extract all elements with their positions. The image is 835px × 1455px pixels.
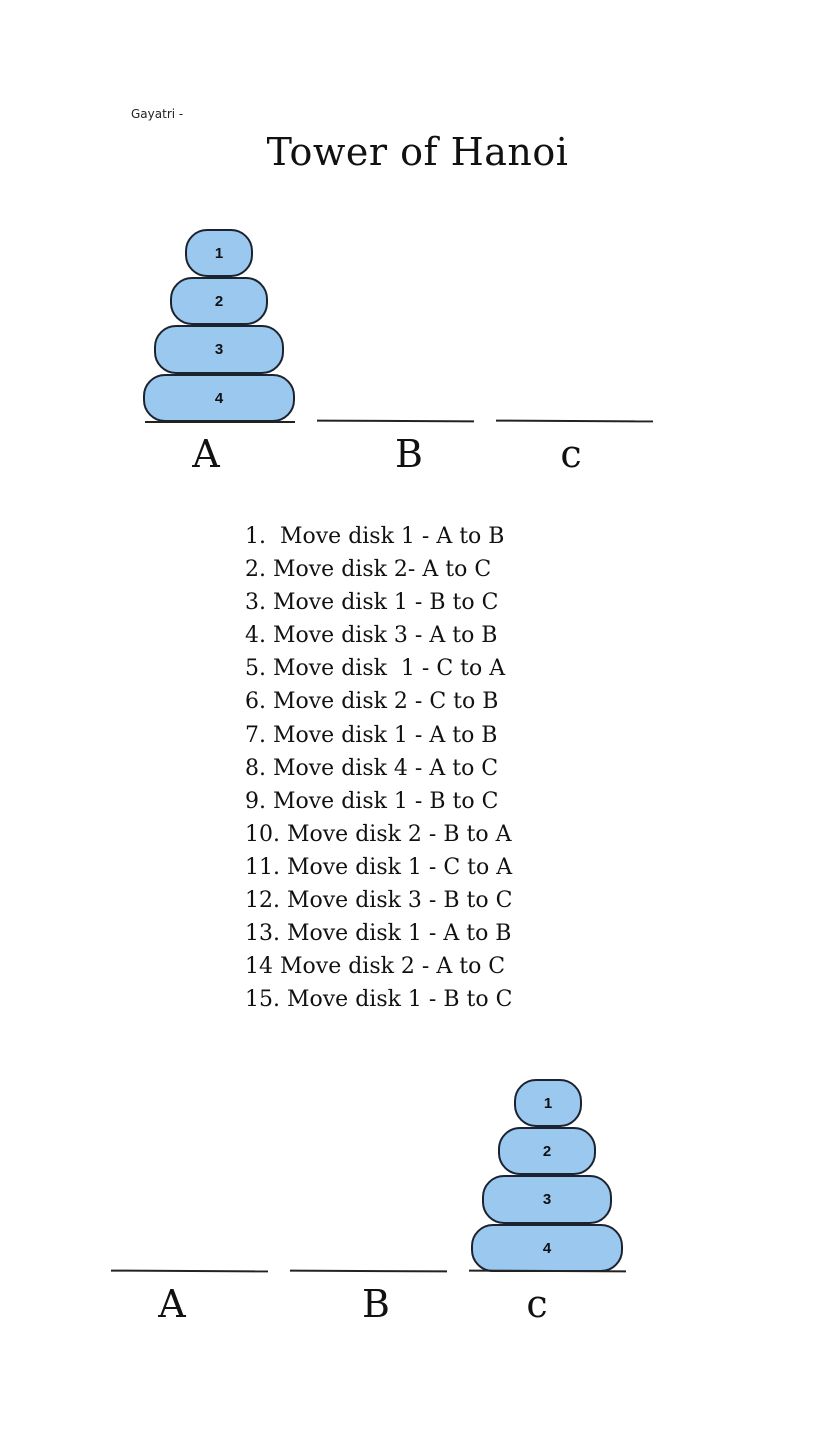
disk-2: 2 [170,277,268,325]
move-steps-list: 1. Move disk 1 - A to B 2. Move disk 2- … [245,520,512,1016]
peg-label-b: B [395,432,423,476]
author-name: Gayatri - [131,107,184,121]
step-item: 2. Move disk 2- A to C [245,557,492,583]
disk-3: 3 [154,325,284,374]
diagram-title: Tower of Hanoi [266,130,569,174]
disk-1: 1 [185,229,253,277]
disk-4: 4 [143,374,295,422]
peg-label-b: B [362,1282,390,1326]
step-item: 12. Move disk 3 - B to C [245,888,513,914]
peg-a-base [110,1269,269,1273]
disk-4: 4 [471,1224,623,1272]
step-item: 5. Move disk 1 - C to A [245,656,506,682]
disk-2: 2 [498,1127,596,1175]
disk-1: 1 [514,1079,582,1127]
peg-label-a: A [158,1282,186,1326]
peg-a-base [145,421,295,423]
step-item: 4. Move disk 3 - A to B [245,623,498,649]
peg-b-base [316,419,475,423]
step-item: 8. Move disk 4 - A to C [245,755,499,781]
step-item: 1. Move disk 1 - A to B [245,524,505,549]
step-item: 7. Move disk 1 - A to B [245,722,498,748]
step-item: 6. Move disk 2 - C to B [245,689,499,715]
step-item: 15. Move disk 1 - B to C [245,987,513,1013]
peg-label-c: c [526,1282,548,1326]
step-item: 10. Move disk 2 - B to A [245,821,512,847]
step-item: 11. Move disk 1 - C to A [245,854,513,880]
peg-b-base [289,1269,448,1273]
disk-3: 3 [482,1175,612,1224]
peg-c-base [495,419,654,423]
step-item: 13. Move disk 1 - A to B [245,921,512,947]
peg-label-a: A [192,432,220,476]
step-item: 9. Move disk 1 - B to C [245,788,499,814]
peg-label-c: c [560,432,582,476]
step-item: 3. Move disk 1 - B to C [245,590,499,616]
step-item: 14 Move disk 2 - A to C [245,954,506,980]
